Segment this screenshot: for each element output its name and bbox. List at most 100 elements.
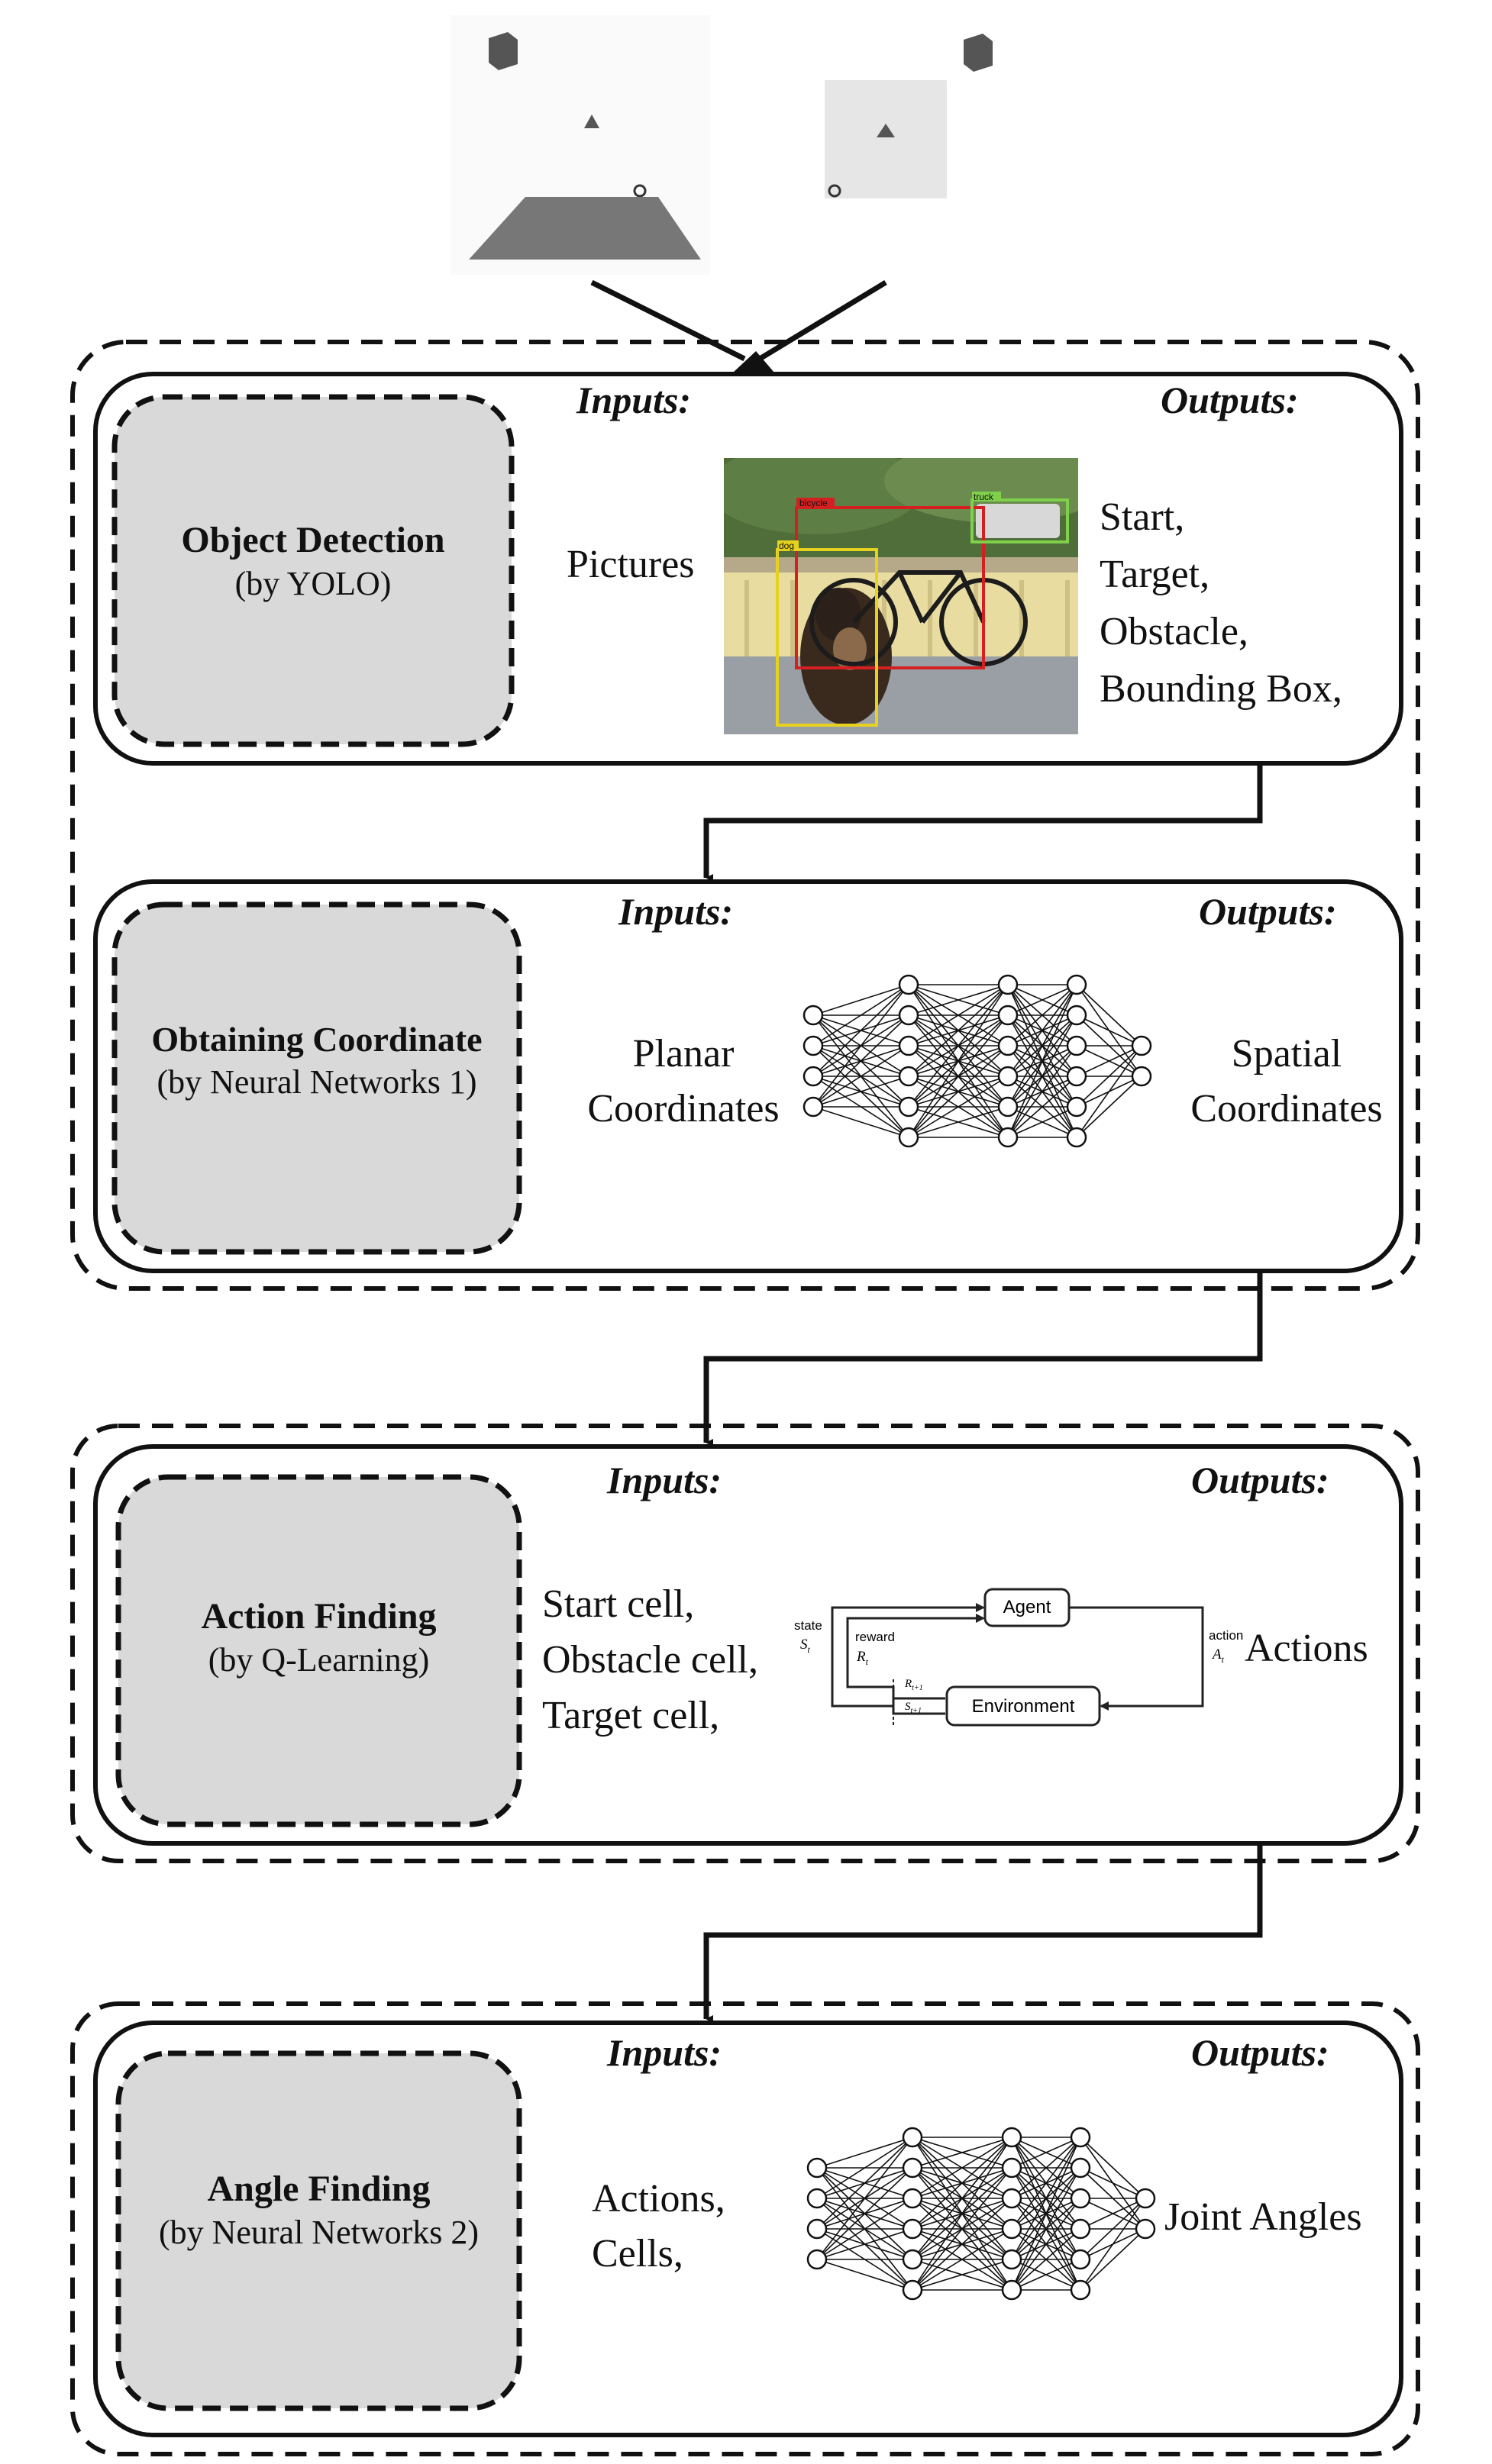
nn-edge [816,2137,913,2199]
bbox-label: bicycle [799,498,828,508]
module-subtitle: (by Neural Networks 1) [157,1063,477,1101]
nn-edge [1007,1076,1077,1138]
input-item: Obstacle cell, [542,1638,758,1682]
nn-edge [1076,1045,1142,1108]
nn-node [898,1066,919,1087]
nn-node [803,1035,824,1056]
input-list: Actions, Cells, [592,2172,725,2282]
view-arrow-left [590,279,746,362]
nn-edge [1076,1076,1142,1138]
nn-edge [1076,1045,1142,1077]
nn-edge [908,984,1009,1108]
nn-edge [1011,2137,1081,2230]
nn-edge [812,1014,909,1108]
module-title: Angle Finding [207,2169,431,2209]
start-circle-icon [828,184,841,198]
reward-label: reward [855,1630,895,1644]
camera-view-perspective [451,15,710,275]
connector-action-to-angle [703,1843,1263,2023]
nn-edge [912,2137,1012,2291]
nn-edge [1007,1045,1077,1138]
nn-node [1001,2249,1022,2270]
nn-node [898,1005,919,1026]
nn-node [1131,1035,1152,1056]
nn-node [1070,2188,1091,2209]
state-symbol: St [800,1637,811,1655]
nn-node [806,2188,828,2209]
nn-edge [1011,2137,1081,2199]
nn-edge [908,984,1009,1016]
module-subtitle: (by Neural Networks 2) [158,2214,480,2251]
agent-label: Agent [1003,1597,1051,1617]
nn-edge [1076,1014,1142,1047]
nn-node [806,2249,828,2270]
inputs-heading: Inputs: [607,2031,722,2074]
outputs-heading: Outputs: [1191,1459,1329,1501]
module-title: Action Finding [201,1596,437,1637]
nn-edge [1080,2167,1146,2199]
nn-node [803,1066,824,1087]
module-box-obtaining-coordinate [111,901,522,1255]
camera-cube-icon [964,34,993,72]
nn-node [902,2157,923,2179]
nn-edge [812,1076,909,1108]
action-symbol: At [1211,1646,1225,1665]
nn-node [902,2188,923,2209]
nn-node [1066,1066,1087,1087]
nn-node [997,1096,1019,1118]
input-item: Pictures [567,543,695,586]
state-arrow [831,1603,985,1708]
nn-node [1001,2127,1022,2148]
nn-node [898,1035,919,1056]
nn-node [898,1127,919,1148]
output-item: Bounding Box, [1100,667,1342,711]
module-label-object-detection: Object Detection (by YOLO) [115,519,512,603]
nn-node [1066,1005,1087,1026]
bbox-label: dog [779,540,794,551]
nn-edge [812,1106,909,1138]
input-item: Coordinates [587,1087,780,1130]
nn-node [806,2157,828,2179]
stage-panel-obtaining-coordinate [93,879,1403,1273]
module-label-obtaining-coordinate: Obtaining Coordinate (by Neural Networks… [107,1019,527,1101]
nn-edge [912,2198,1012,2291]
nn-node [1066,1127,1087,1148]
nn-edge [908,1045,1009,1138]
nn-edge [812,984,909,1016]
nn-node [997,1127,1019,1148]
group-border-action [70,1424,1420,1863]
outputs-heading: Outputs: [1161,379,1299,421]
module-title: Obtaining Coordinate [151,1020,483,1059]
next-state-symbol: St+1 [905,1701,922,1715]
inputs-heading: Inputs: [576,379,692,421]
module-subtitle: (by Q-Learning) [208,1641,430,1679]
nn-edge [816,2137,913,2230]
nn-edge [1007,984,1077,1016]
output-item: Spatial [1231,1032,1342,1076]
nn-edge [816,2137,913,2260]
outputs-heading: Outputs: [1199,890,1337,933]
stage-panel-object-detection [93,372,1403,766]
camera-cube-icon [489,32,518,70]
nn-node [1131,1066,1152,1087]
nn-edge [1076,1045,1142,1138]
nn-edge [1007,984,1077,1108]
nn-edge [1011,2259,1081,2291]
nn-edge [816,2228,913,2260]
stage-panel-angle-finding [93,2021,1403,2437]
nn-node [902,2127,923,2148]
output-list: Start, Target, Obstacle, Bounding Box, [1100,489,1342,718]
nn-node [997,1005,1019,1026]
nn-edge [1011,2167,1081,2291]
nn-edge [1011,2228,1081,2291]
camera-view-top [825,34,993,198]
group-border-angle [70,2001,1420,2456]
nn-node [1001,2218,1022,2240]
environment-label: Environment [972,1696,1075,1717]
nn-edge [1080,2228,1146,2291]
bbox-bicycle [795,506,985,669]
nn-node [902,2218,923,2240]
nn-node [1070,2157,1091,2179]
inputs-heading: Inputs: [618,890,734,933]
